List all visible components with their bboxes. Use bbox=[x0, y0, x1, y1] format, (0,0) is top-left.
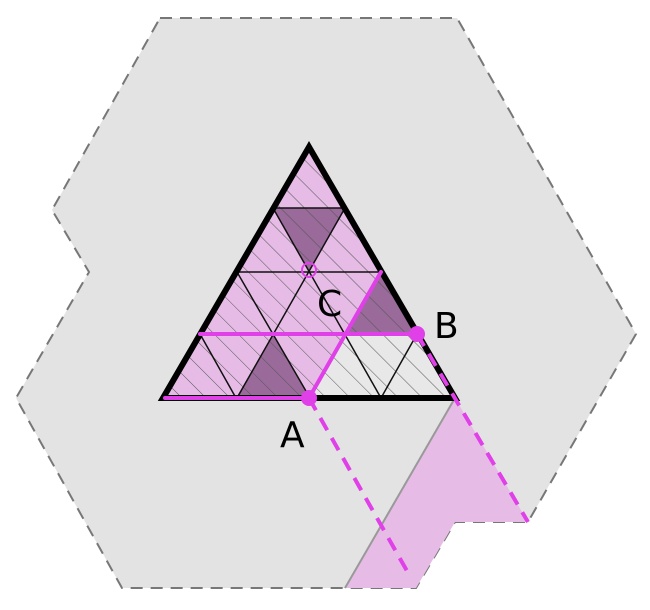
label-c: C bbox=[317, 284, 342, 325]
magenta-dashed-lines bbox=[307, 332, 530, 579]
point-b bbox=[409, 326, 425, 342]
point-c-center-marker bbox=[301, 262, 317, 278]
magenta-lines bbox=[163, 270, 419, 400]
label-b: B bbox=[434, 306, 459, 347]
pink-band-edge bbox=[344, 397, 456, 589]
label-a: A bbox=[280, 415, 305, 456]
magenta-diagonal bbox=[307, 270, 383, 400]
point-a bbox=[301, 390, 317, 406]
